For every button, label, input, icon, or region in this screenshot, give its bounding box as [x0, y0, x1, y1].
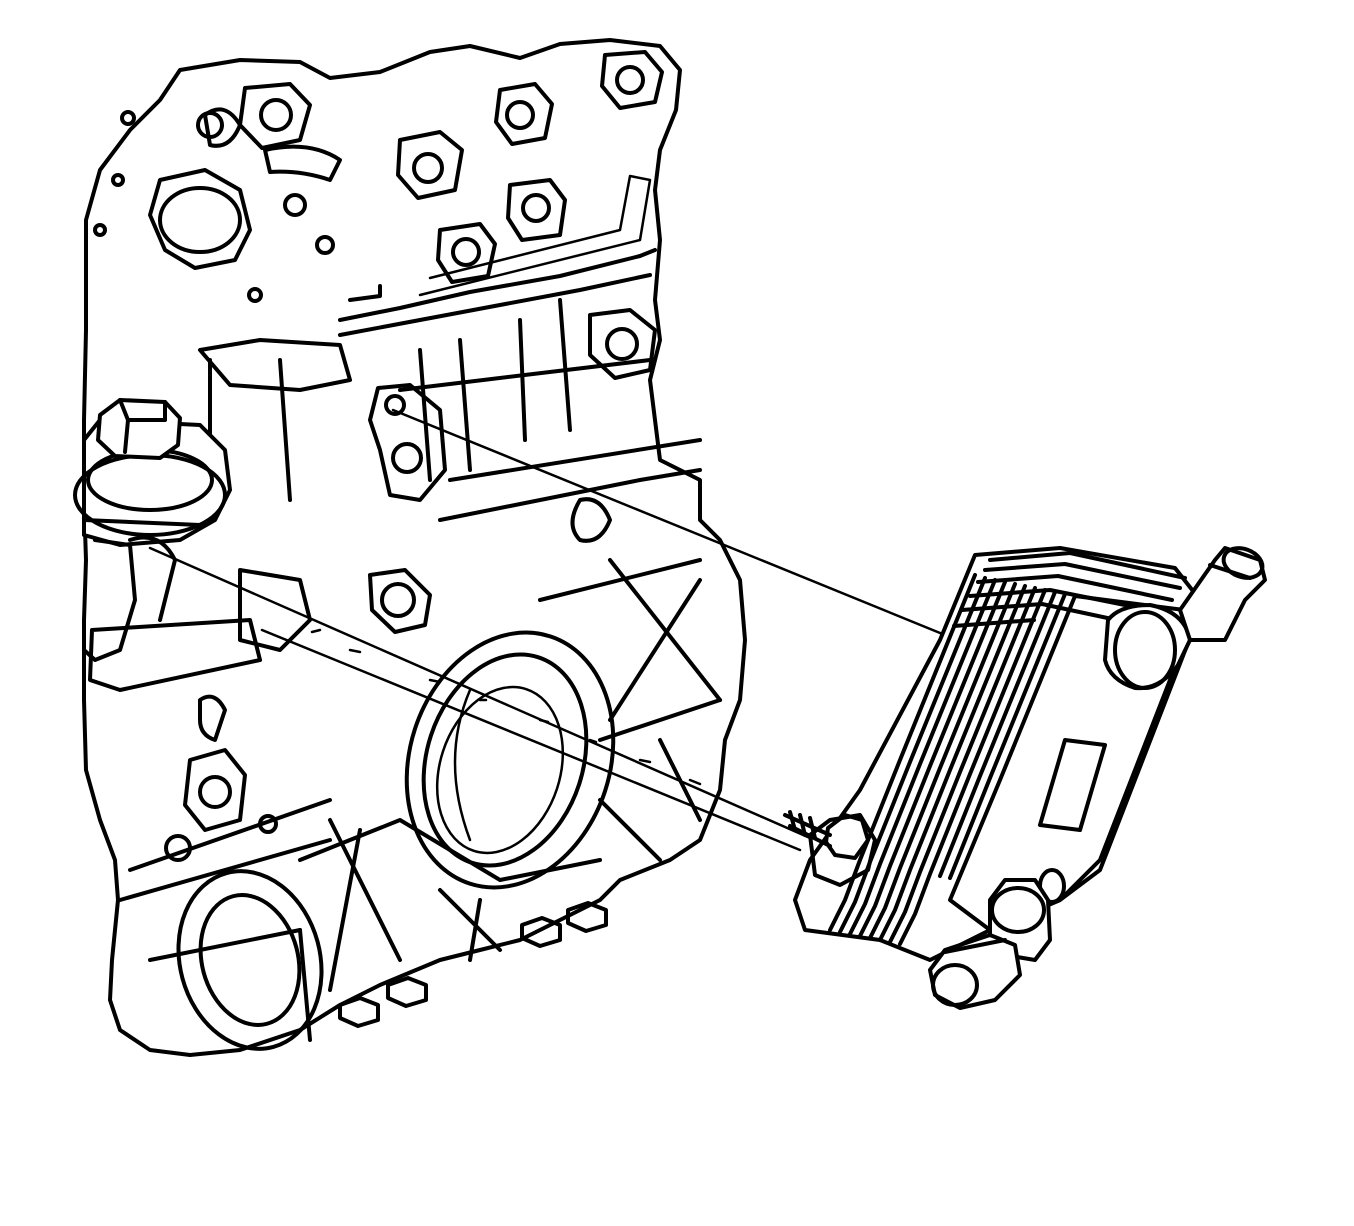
alignment-guides [148, 408, 947, 852]
filter-cap-hex-icon [96, 398, 182, 460]
upper-guide-line [391, 408, 947, 637]
lower-fitting [928, 878, 1052, 1010]
bolt-icon [783, 810, 870, 860]
oil-filter-housing [73, 398, 262, 692]
upper-fitting [1103, 546, 1267, 691]
rear-main-seal [404, 630, 616, 890]
pan-bolts [338, 901, 608, 1028]
oil-cooler [783, 546, 1267, 1010]
label-plate [1038, 738, 1107, 832]
lower-guide-line [260, 628, 802, 852]
engine-block [82, 38, 747, 1057]
middle-guide-line [148, 546, 812, 840]
